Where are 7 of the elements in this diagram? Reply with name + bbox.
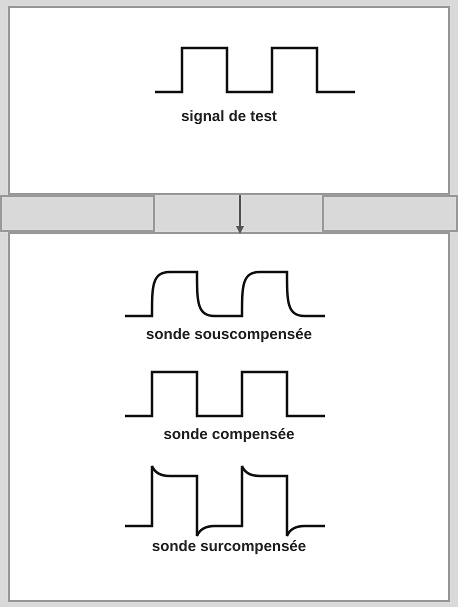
panel xyxy=(8,232,450,602)
waveform-caption: sonde surcompensée xyxy=(152,538,306,555)
arrow xyxy=(236,195,244,234)
panel xyxy=(8,6,450,195)
waveform-caption: sonde souscompensée xyxy=(146,326,312,343)
waveform-caption: signal de test xyxy=(181,108,277,125)
waveform-caption: sonde compensée xyxy=(164,426,294,443)
